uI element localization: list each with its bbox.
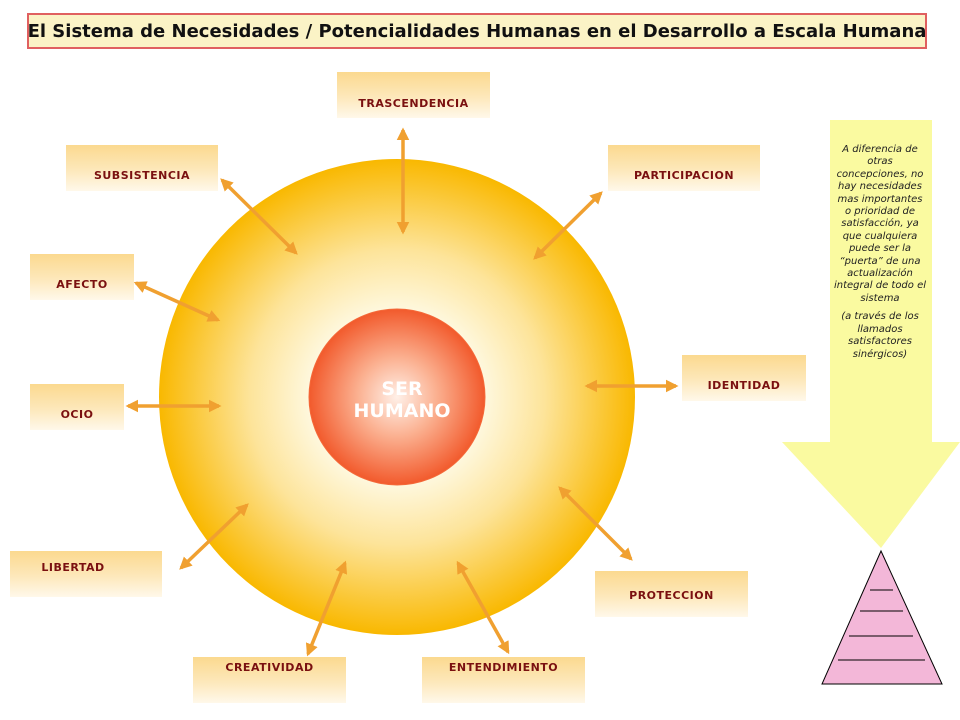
pyramid bbox=[821, 549, 943, 685]
arrow-creatividad bbox=[305, 560, 348, 657]
need-libertad: LIBERTAD bbox=[10, 551, 162, 597]
note-text: A diferencia de otras concepciones, no h… bbox=[833, 144, 927, 367]
arrow-entendimiento bbox=[456, 560, 510, 655]
center-label-line1: SER bbox=[381, 378, 423, 400]
inner-circle bbox=[308, 308, 486, 486]
arrow-proteccion bbox=[558, 486, 633, 561]
need-trascendencia: TRASCENDENCIA bbox=[337, 72, 490, 118]
need-participacion: PARTICIPACION bbox=[608, 145, 760, 191]
arrow-subsistencia bbox=[220, 178, 298, 255]
need-afecto: AFECTO bbox=[30, 254, 134, 300]
center-label: SER HUMANO bbox=[317, 378, 487, 422]
need-identidad: IDENTIDAD bbox=[682, 355, 806, 401]
title-bar: El Sistema de Necesidades / Potencialida… bbox=[27, 13, 927, 49]
need-subsistencia: SUBSISTENCIA bbox=[66, 145, 218, 191]
need-creatividad: CREATIVIDAD bbox=[193, 657, 346, 703]
diagram-title: El Sistema de Necesidades / Potencialida… bbox=[27, 20, 927, 42]
note-main: A diferencia de otras concepciones, no h… bbox=[833, 144, 927, 304]
need-proteccion: PROTECCION bbox=[595, 571, 748, 617]
note-down-arrow bbox=[782, 120, 960, 548]
arrow-afecto bbox=[133, 281, 221, 322]
arrow-libertad bbox=[179, 503, 249, 570]
need-ocio: OCIO bbox=[30, 384, 124, 430]
arrow-participacion bbox=[533, 191, 603, 260]
need-entendimiento: ENTENDIMIENTO bbox=[422, 657, 585, 703]
center-label-line2: HUMANO bbox=[353, 400, 451, 422]
note-secondary: (a través de los llamados satisfactores … bbox=[841, 311, 919, 360]
